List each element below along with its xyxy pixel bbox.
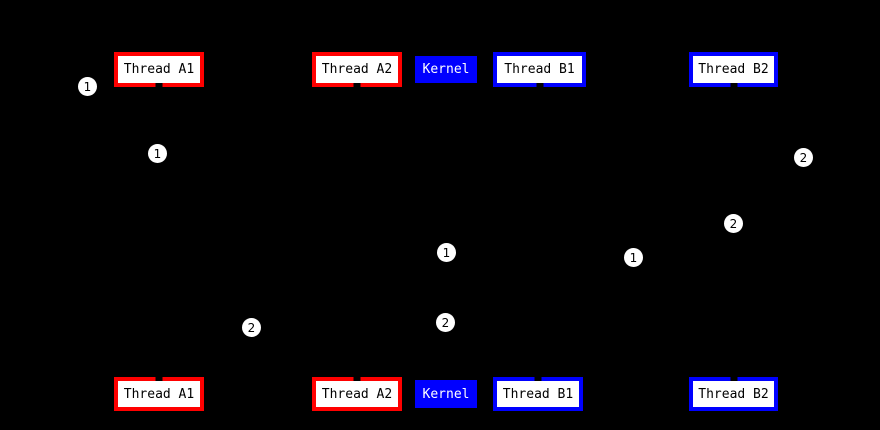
thread-b1-top-box: Thread B1 xyxy=(493,52,586,87)
step-badge: 2 xyxy=(242,318,261,337)
thread-b2-top-box: Thread B2 xyxy=(689,52,778,87)
step-badge: 1 xyxy=(148,144,167,163)
step-badge: 2 xyxy=(436,313,455,332)
thread-b1-bottom-box: Thread B1 xyxy=(493,377,583,411)
step-badge: 2 xyxy=(794,148,813,167)
thread-a2-top-label: Thread A2 xyxy=(321,62,393,77)
lifeline-anchor xyxy=(353,83,361,87)
thread-a1-bottom-label: Thread A1 xyxy=(123,386,195,402)
step-badge: 2 xyxy=(724,214,743,233)
lifeline-anchor xyxy=(536,83,543,87)
thread-b2-top-label: Thread B2 xyxy=(698,62,769,77)
lifeline-anchor xyxy=(730,377,737,381)
lifeline-anchor xyxy=(353,377,361,381)
thread-b2-bottom-box: Thread B2 xyxy=(689,377,778,411)
kernel-top-box: Kernel xyxy=(415,56,477,83)
thread-a2-bottom-label: Thread A2 xyxy=(321,386,393,402)
kernel-bottom-box: Kernel xyxy=(415,380,477,408)
thread-a1-bottom-box: Thread A1 xyxy=(114,377,204,411)
thread-b2-bottom-label: Thread B2 xyxy=(698,386,769,402)
thread-b1-top-label: Thread B1 xyxy=(504,62,575,77)
lifeline-anchor xyxy=(534,377,542,381)
lifeline-anchor xyxy=(155,83,163,87)
step-badge: 1 xyxy=(78,77,97,96)
thread-b1-bottom-label: Thread B1 xyxy=(502,386,574,402)
thread-a2-bottom-box: Thread A2 xyxy=(312,377,402,411)
thread-a1-top-box: Thread A1 xyxy=(114,52,204,87)
lifeline-anchor xyxy=(155,377,163,381)
step-badge: 1 xyxy=(437,243,456,262)
lifeline-anchor xyxy=(730,83,737,87)
kernel-top-label: Kernel xyxy=(422,62,470,77)
thread-a1-top-label: Thread A1 xyxy=(123,62,195,77)
step-badge: 1 xyxy=(624,248,643,267)
thread-a2-top-box: Thread A2 xyxy=(312,52,402,87)
kernel-bottom-label: Kernel xyxy=(422,386,470,402)
